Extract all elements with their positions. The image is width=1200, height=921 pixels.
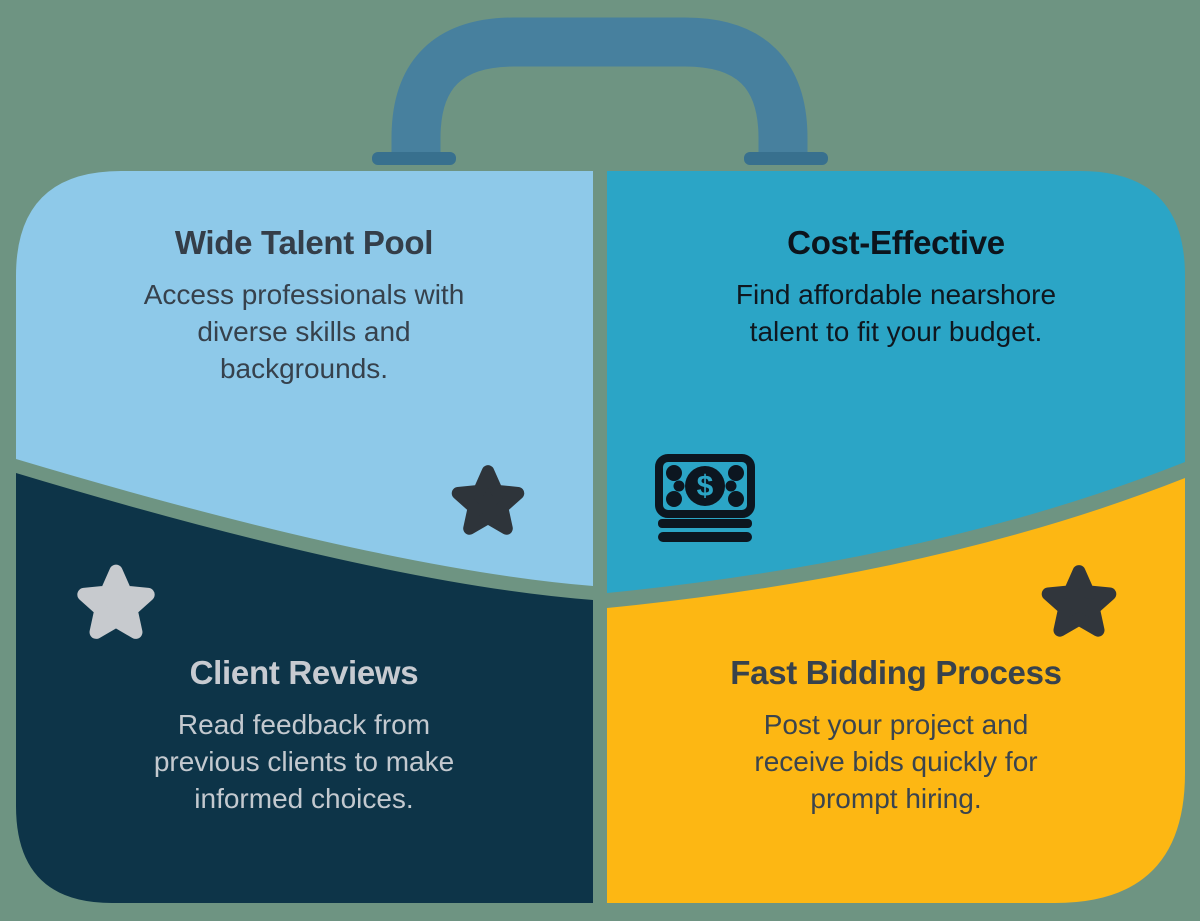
- money-stack-icon: $: [655, 454, 755, 542]
- dollar-sign: $: [697, 470, 714, 503]
- handle-foot-left: [372, 152, 456, 165]
- briefcase-handle-icon: [391, 17, 808, 158]
- panel-top-left: [16, 171, 593, 586]
- panel-bottom-left: [16, 473, 593, 903]
- panel-bottom-right: [607, 478, 1185, 903]
- handle-foot-right: [744, 152, 828, 165]
